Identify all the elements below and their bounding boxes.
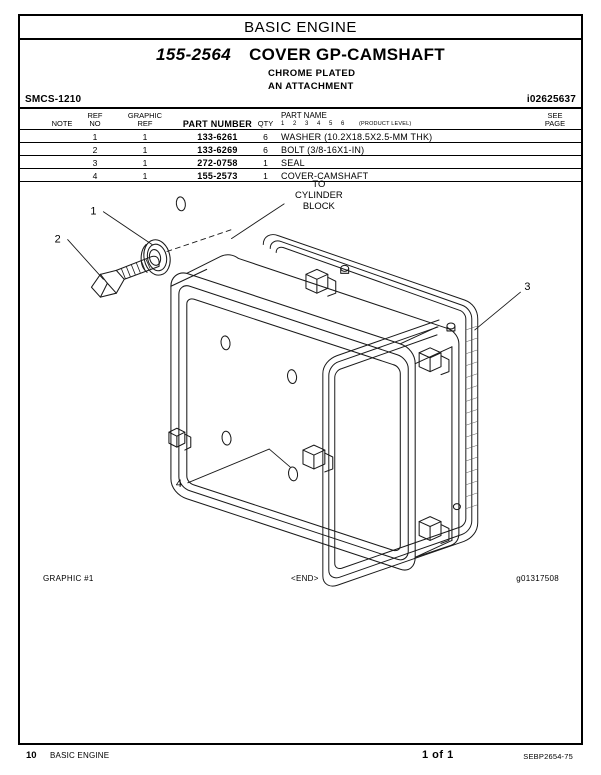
graphic-caption-center: <END> [291,574,319,583]
footer-page-of: 1 of 1 [422,749,454,761]
table-row-part-name: WASHER (10.2X18.5X2.5-MM THK) [281,132,433,142]
assembly-subtitle-2: AN ATTACHMENT [268,81,354,92]
table-row-qty: 6 [263,132,268,142]
section-title-bar: BASIC ENGINE [20,16,581,40]
annotation-line-3: BLOCK [303,200,336,211]
table-row-part-number: 272-0758 [197,158,238,168]
table-row-graphic-ref: 1 [142,145,148,155]
graphic-caption-right: g01317508 [516,574,559,583]
illustration-pane: 1 2 3 4 TO CYLINDER BLOCK GRAPHIC #1 <EN… [20,179,581,743]
assembly-part-number: 155-2564 [156,45,232,64]
table-row-graphic-ref: 1 [142,171,148,181]
callout-labels: 1 2 3 4 [55,206,531,490]
column-header-graphic-2: REF [137,119,153,128]
table-row-part-name: SEAL [281,158,305,168]
bolt-part [90,255,160,298]
section-title: BASIC ENGINE [244,18,357,36]
smcs-code: SMCS-1210 [25,94,82,105]
column-header-note: NOTE [51,119,73,128]
table-body: 1 1 133-6261 6 WASHER (10.2X18.5X2.5-MM THK)… [20,130,581,182]
callout-leaders [67,203,521,484]
table-row-part-number: 133-6269 [197,145,238,155]
table-row-ref-no: 1 [92,132,98,142]
graphic-caption-left: GRAPHIC #1 [43,574,94,583]
product-level-4: 4 [317,121,321,127]
callout-2-label: 2 [55,234,61,246]
table-row-part-name: BOLT (3/8-16X1-IN) [281,145,365,155]
document-id: i02625637 [526,94,576,105]
to-cylinder-block-annotation: TO CYLINDER BLOCK [295,179,343,211]
page-frame: BASIC ENGINE 155-2564 COVER GP-CAMSHAFT … [18,14,583,745]
table-row-graphic-ref: 1 [142,132,148,142]
footer-section-name: BASIC ENGINE [50,751,110,760]
product-level-2: 2 [293,121,297,127]
installed-bolt-heads [168,264,461,544]
column-header-ref-no-1: REF [87,111,103,120]
product-level-3: 3 [305,121,309,127]
table-row-ref-no: 2 [92,145,98,155]
footer-form-number: SEBP2654-75 [523,752,573,761]
column-header-ref-no-2: NO [89,119,101,128]
column-header-qty: QTY [257,119,274,128]
product-level-scale: 1 2 3 4 5 6 (PRODUCT LEVEL) [281,121,411,127]
page-footer: 10 BASIC ENGINE 1 of 1 SEBP2654-75 [18,749,583,766]
table-row-part-name: COVER-CAMSHAFT [281,171,369,181]
washer-part [140,239,171,276]
seal-part [262,234,479,587]
callout-4-label: 4 [176,478,182,490]
table-row[interactable]: 2 1 133-6269 6 BOLT (3/8-16X1-IN) [20,143,581,156]
table-row-graphic-ref: 1 [142,158,148,168]
table-row[interactable]: 4 1 155-2573 1 COVER-CAMSHAFT [20,169,581,182]
table-header-row: NOTE REF NO GRAPHIC REF PART NUMBER QTY … [20,109,581,130]
column-header-part-number: PART NUMBER [182,119,253,129]
footer-page-number: 10 [26,750,37,761]
product-level-5: 5 [329,121,333,127]
parts-table: NOTE REF NO GRAPHIC REF PART NUMBER QTY … [20,109,581,182]
annotation-line-2: CYLINDER [295,189,343,200]
cover-camshaft-part [170,196,460,571]
column-header-see-page-1: SEE [547,111,563,120]
assembly-name: COVER GP-CAMSHAFT [249,45,445,64]
table-row-ref-no: 3 [92,158,98,168]
exploded-assembly-drawing: 1 2 3 4 TO CYLINDER BLOCK [55,179,531,587]
table-row-qty: 6 [263,145,268,155]
table-row[interactable]: 3 1 272-0758 1 SEAL [20,156,581,169]
callout-3-label: 3 [524,281,530,293]
product-level-1: 1 [281,121,285,127]
assembly-title-block: 155-2564 COVER GP-CAMSHAFT CHROME PLATED… [20,40,581,109]
product-level-label: (PRODUCT LEVEL) [359,121,412,127]
table-row-part-number: 155-2573 [197,171,238,181]
assembly-heading: 155-2564 COVER GP-CAMSHAFT [20,45,581,65]
column-header-part-name: PART NAME [281,111,327,120]
callout-1-label: 1 [90,206,96,218]
table-row-part-number: 133-6261 [197,132,238,142]
annotation-line-1: TO [312,179,325,189]
column-header-see-page-2: PAGE [544,119,566,128]
column-header-graphic-1: GRAPHIC [127,111,163,120]
table-row[interactable]: 1 1 133-6261 6 WASHER (10.2X18.5X2.5-MM THK) [20,130,581,143]
product-level-6: 6 [341,121,345,127]
assembly-subtitle-1: CHROME PLATED [268,68,356,79]
table-row-qty: 1 [263,158,268,168]
table-row-ref-no: 4 [92,171,98,181]
table-row-qty: 1 [263,171,268,181]
